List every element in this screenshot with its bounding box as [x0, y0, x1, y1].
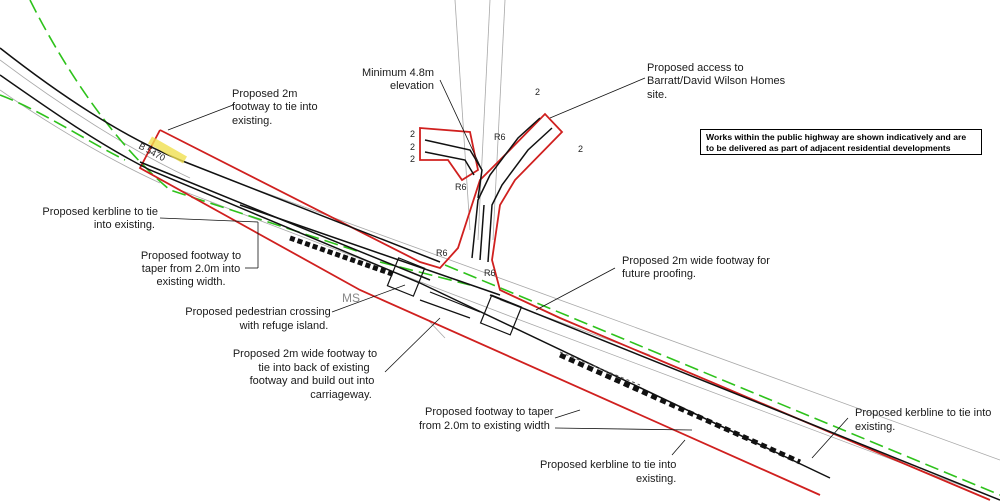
svg-text:Proposed footway to: Proposed footway to	[141, 250, 241, 262]
access-road-kerbs	[424, 117, 553, 263]
svg-text:Proposed footway to taper: Proposed footway to taper	[425, 406, 554, 418]
svg-text:future proofing.: future proofing.	[622, 268, 696, 280]
svg-text:site.: site.	[647, 89, 667, 101]
svg-text:footway and build out into: footway and build out into	[250, 375, 375, 387]
svg-text:Proposed 2m wide footway to: Proposed 2m wide footway to	[233, 348, 377, 360]
dim-left-bot: 2	[410, 154, 415, 164]
svg-text:carriageway.: carriageway.	[310, 389, 372, 401]
annotation-min-elevation: Minimum 4.8m elevation	[362, 67, 434, 92]
annotation-proposed-access: Proposed access to Barratt/David Wilson …	[647, 62, 786, 101]
svg-text:Proposed 2m: Proposed 2m	[232, 88, 297, 100]
svg-text:existing.: existing.	[636, 473, 676, 485]
dim-r6-lower-left: R6	[436, 248, 448, 258]
annotation-footway-build-out: Proposed 2m wide footway to tie into bac…	[233, 348, 377, 401]
svg-text:Barratt/David Wilson Homes: Barratt/David Wilson Homes	[647, 75, 786, 87]
svg-text:footway to tie into: footway to tie into	[232, 101, 318, 113]
svg-text:Proposed access to: Proposed access to	[647, 62, 744, 74]
dim-access-right: 2	[578, 144, 583, 154]
annotation-kerbline-tie-bottom: Proposed kerbline to tie into existing.	[540, 459, 676, 485]
svg-text:into existing.: into existing.	[94, 219, 155, 231]
dim-left-top: 2	[410, 129, 415, 139]
road-hatching	[148, 136, 802, 465]
annotation-footway-tie: Proposed 2m footway to tie into existing…	[232, 88, 318, 127]
annotation-footway-taper-left: Proposed footway to taper from 2.0m into…	[141, 250, 241, 288]
svg-text:existing width.: existing width.	[156, 276, 225, 288]
annotation-kerbline-tie-right: Proposed kerbline to tie into existing.	[855, 407, 991, 433]
dim-left-mid: 2	[410, 142, 415, 152]
svg-text:Proposed kerbline to tie into: Proposed kerbline to tie into	[540, 459, 676, 471]
svg-text:existing.: existing.	[855, 421, 895, 433]
annotation-kerbline-tie-left: Proposed kerbline to tie into existing.	[42, 206, 158, 231]
red-line-boundary	[138, 112, 991, 501]
dim-r6-lower-right: R6	[484, 268, 496, 278]
svg-text:Proposed pedestrian crossing: Proposed pedestrian crossing	[185, 306, 331, 318]
dim-r6-left: R6	[455, 182, 467, 192]
svg-text:with refuge island.: with refuge island.	[239, 320, 329, 332]
svg-text:taper from 2.0m into: taper from 2.0m into	[142, 263, 240, 275]
svg-text:Proposed kerbline to tie: Proposed kerbline to tie	[42, 206, 158, 218]
svg-text:elevation: elevation	[390, 80, 434, 92]
dim-r6-access: R6	[494, 132, 506, 142]
svg-text:existing.: existing.	[232, 115, 272, 127]
leader-lines	[159, 77, 849, 459]
svg-text:Proposed kerbline to tie into: Proposed kerbline to tie into	[855, 407, 991, 419]
dim-access-top: 2	[535, 87, 540, 97]
notice-line-2: to be delivered as part of adjacent resi…	[706, 143, 951, 153]
svg-text:tie into back of existing: tie into back of existing	[258, 362, 369, 374]
road-label-ms: MS	[342, 291, 360, 305]
annotation-future-proofing: Proposed 2m wide footway for future proo…	[622, 255, 770, 280]
svg-text:Minimum 4.8m: Minimum 4.8m	[362, 67, 434, 79]
annotation-footway-taper-right: Proposed footway to taper from 2.0m to e…	[419, 406, 554, 432]
svg-text:Proposed 2m wide footway for: Proposed 2m wide footway for	[622, 255, 770, 267]
refuge-islands	[386, 257, 523, 336]
svg-text:from 2.0m to existing width: from 2.0m to existing width	[419, 420, 550, 432]
highway-works-notice: Works within the public highway are show…	[700, 129, 982, 155]
notice-line-1: Works within the public highway are show…	[706, 132, 967, 142]
annotation-ped-crossing: Proposed pedestrian crossing with refuge…	[185, 306, 331, 332]
